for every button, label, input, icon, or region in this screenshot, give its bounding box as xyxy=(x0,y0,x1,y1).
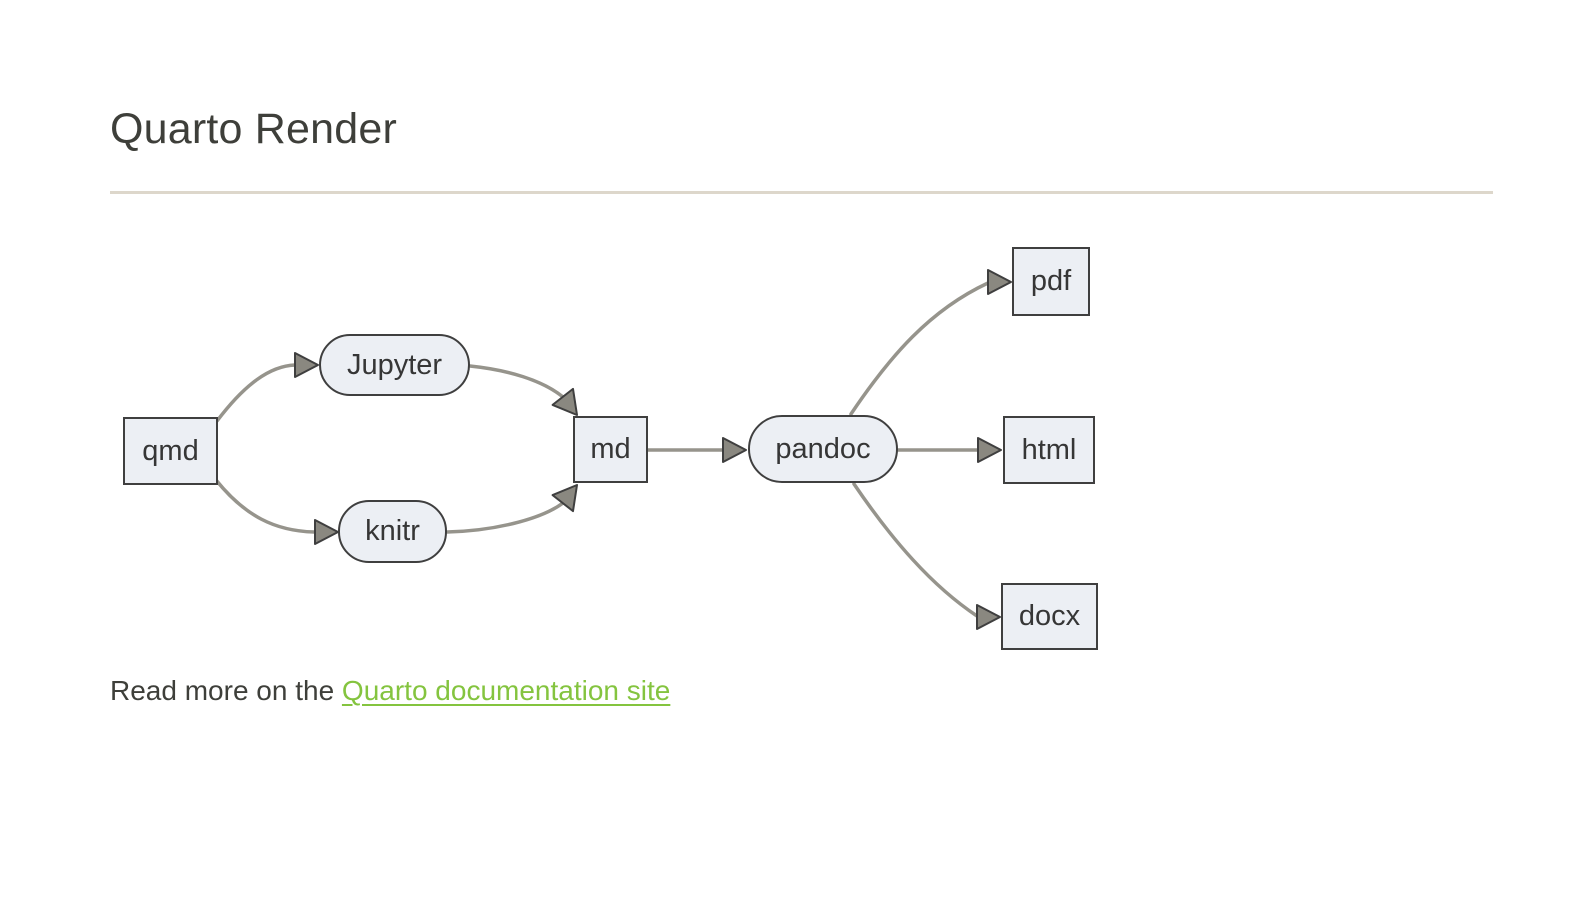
footer-prefix: Read more on the xyxy=(110,675,342,706)
node-knitr: knitr xyxy=(338,500,447,563)
node-qmd: qmd xyxy=(123,417,218,485)
arrowhead-icon xyxy=(977,437,1002,463)
arrowhead-icon xyxy=(551,484,578,513)
quarto-documentation-link[interactable]: Quarto documentation site xyxy=(341,675,671,706)
edge-qmd-jupyter xyxy=(215,363,297,423)
edge-jupyter-md xyxy=(468,364,565,399)
arrowhead-icon xyxy=(722,437,747,463)
node-pandoc: pandoc xyxy=(748,415,898,483)
arrowhead-icon xyxy=(976,604,1001,630)
footer-text: Read more on the Quarto documentation si… xyxy=(110,672,670,710)
node-docx: docx xyxy=(1001,583,1098,650)
title-divider xyxy=(110,191,1493,194)
arrowhead-icon xyxy=(294,352,319,378)
arrowhead-icon xyxy=(987,269,1012,295)
edge-pandoc-pdf xyxy=(849,281,990,416)
node-md: md xyxy=(573,416,648,483)
edge-qmd-knitr xyxy=(214,478,316,534)
arrowhead-icon xyxy=(314,519,339,545)
node-html: html xyxy=(1003,416,1095,484)
node-pdf: pdf xyxy=(1012,247,1090,316)
edge-pandoc-docx xyxy=(852,482,979,618)
node-jupyter: Jupyter xyxy=(319,334,470,396)
arrowhead-icon xyxy=(551,387,578,416)
edge-knitr-md xyxy=(445,501,565,534)
page-title: Quarto Render xyxy=(110,105,398,153)
